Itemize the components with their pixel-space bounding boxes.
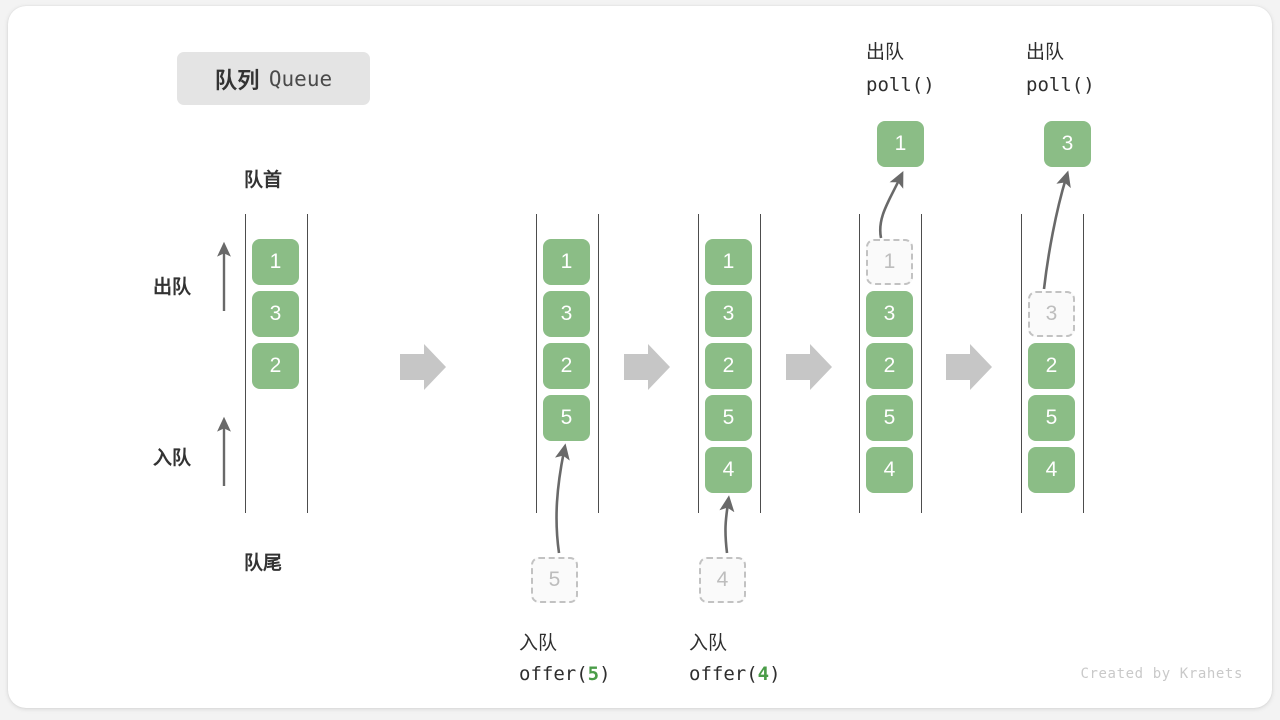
queue-cell: 5 [1028,395,1075,441]
offer-5-arrow-icon [554,443,570,554]
enqueue-side-label: 入队 [153,448,192,469]
title-chinese: 队列 [214,67,260,93]
rail-left [1021,214,1023,513]
step-arrow-4 [946,344,992,390]
queue-cell: 4 [866,447,913,493]
title-english: Queue [268,66,333,91]
queue-rear-label: 队尾 [244,553,283,574]
popped-cell: 3 [1044,121,1091,167]
queue-cell: 1 [252,239,299,285]
rail-right [921,214,923,513]
queue-cell: 3 [543,291,590,337]
step-arrow-3 [786,344,832,390]
queue-cell: 5 [543,395,590,441]
rail-left [859,214,861,513]
poll-1-caption-code: poll() [866,74,935,96]
rail-right [1083,214,1085,513]
queue-cell: 2 [705,343,752,389]
dequeue-side-label: 出队 [153,277,192,298]
queue-cell: 2 [543,343,590,389]
step-arrow-1 [400,344,446,390]
poll-3-caption-code: poll() [1026,74,1095,96]
arrows-overlay [217,170,1071,554]
outgoing-ghost-cell: 1 [866,239,913,285]
watermark-credit: Created by Krahets [1080,666,1243,682]
queue-cell: 2 [1028,343,1075,389]
popped-cell: 1 [877,121,924,167]
queue-cell: 3 [866,291,913,337]
rail-right [760,214,762,513]
queue-cell: 3 [252,291,299,337]
poll-1-caption-cn: 出队 [866,42,905,63]
queue-cell: 1 [705,239,752,285]
incoming-ghost-cell: 4 [699,557,746,603]
queue-cell: 3 [705,291,752,337]
offer-4-argument: 4 [757,663,770,685]
queue-front-label: 队首 [244,170,283,191]
queue-cell: 4 [705,447,752,493]
diagram-title-badge: 队列 Queue [177,52,370,105]
outgoing-ghost-cell: 3 [1028,291,1075,337]
poll-3-caption-cn: 出队 [1026,42,1065,63]
rail-left [245,214,247,513]
offer-5-caption-cn: 入队 [519,633,558,654]
diagram-card: 队列 Queue 队首 队尾 出队 入队 1 3 2 1 3 2 5 5 入队 [8,6,1272,708]
offer-4-caption-code: offer(4) [689,663,781,685]
offer-4-caption-cn: 入队 [689,633,728,654]
queue-cell: 5 [705,395,752,441]
queue-cell: 5 [866,395,913,441]
offer-4-arrow-icon [719,495,735,554]
step-arrow-2 [624,344,670,390]
queue-cell: 4 [1028,447,1075,493]
queue-cell: 1 [543,239,590,285]
rail-right [598,214,600,513]
incoming-ghost-cell: 5 [531,557,578,603]
rail-left [536,214,538,513]
queue-cell: 2 [866,343,913,389]
queue-cell: 2 [252,343,299,389]
rail-right [307,214,309,513]
poll-1-arrow-icon [878,170,904,239]
rail-left [698,214,700,513]
offer-5-argument: 5 [587,663,600,685]
poll-3-arrow-icon [1042,170,1071,290]
offer-5-caption-code: offer(5) [519,663,611,685]
